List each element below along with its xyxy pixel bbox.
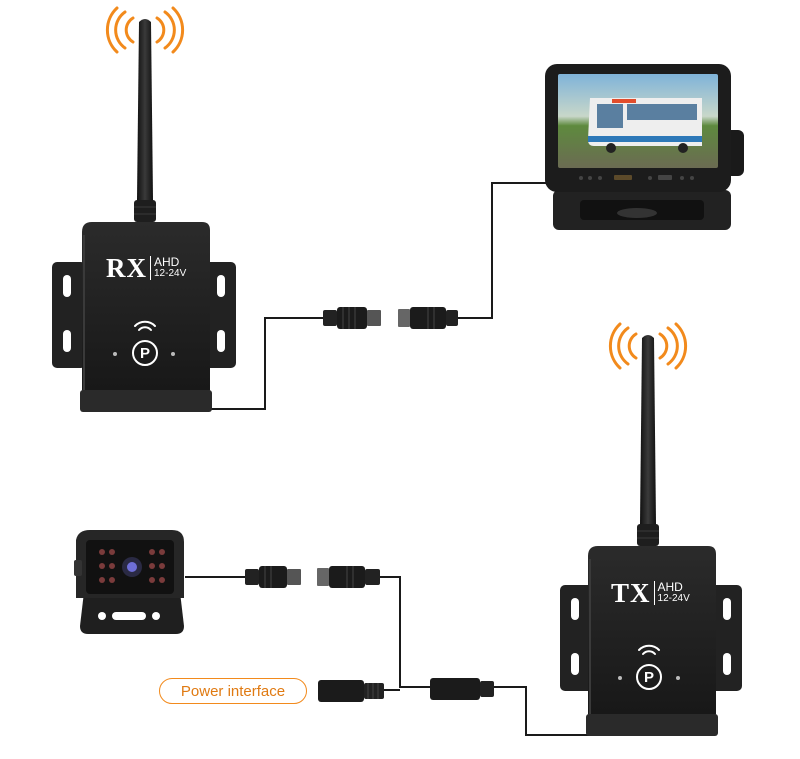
connector-male-camera	[245, 566, 301, 588]
cables	[185, 182, 590, 736]
monitor	[545, 64, 744, 230]
connector-power	[318, 678, 494, 702]
power-interface-text: Power interface	[180, 682, 286, 700]
tx-badge: P	[632, 640, 666, 700]
tx-led-right	[676, 676, 680, 680]
tx-label: TX AHD 12-24V	[611, 579, 690, 607]
tx-parking-p-icon: P	[636, 664, 662, 690]
rx-wifi-icon	[134, 320, 156, 331]
cable-rx-out	[205, 317, 323, 410]
tx-name: TX	[611, 578, 651, 608]
rx-voltage: 12-24V	[154, 268, 187, 279]
rx-badge: P	[128, 316, 162, 376]
tx-flange-left	[560, 585, 594, 691]
connector-male-top	[323, 307, 381, 329]
tx-signal-waves-icon	[608, 322, 688, 370]
rx-parking-p-icon: P	[132, 340, 158, 366]
rx-signal-waves-icon	[105, 6, 185, 54]
tx-wifi-icon	[638, 644, 660, 655]
rx-type: AHD	[154, 255, 180, 269]
tx-type: AHD	[657, 580, 683, 594]
rx-name: RX	[106, 253, 147, 283]
rx-flange-left	[52, 262, 86, 368]
cable-monitor-out	[458, 182, 555, 319]
tx-flange-right	[708, 585, 742, 691]
rx-led-left	[113, 352, 117, 356]
power-plug	[318, 680, 384, 702]
cable-tx-in	[494, 686, 590, 736]
bus-picture	[588, 98, 702, 153]
connector-pair-top	[323, 307, 458, 329]
rx-badge-letter: P	[139, 344, 150, 362]
camera	[74, 530, 184, 634]
power-interface-label: Power interface	[159, 678, 307, 704]
tx-led-left	[618, 676, 622, 680]
rx-antenna	[134, 19, 156, 222]
connector-female-camera	[317, 566, 380, 588]
rx-label: RX AHD 12-24V	[106, 254, 186, 282]
rx-flange-right	[202, 262, 236, 368]
rx-unit	[52, 6, 236, 412]
tx-voltage: 12-24V	[657, 593, 690, 604]
connector-female-top	[398, 307, 458, 329]
tx-body	[588, 546, 716, 732]
cable-camera-to-tx	[380, 576, 430, 688]
tx-unit	[560, 322, 742, 736]
power-socket	[430, 678, 494, 700]
connector-pair-camera	[245, 566, 380, 588]
tx-badge-letter: P	[643, 668, 654, 686]
rx-body	[82, 222, 210, 408]
tx-antenna	[637, 335, 659, 546]
rx-led-right	[171, 352, 175, 356]
